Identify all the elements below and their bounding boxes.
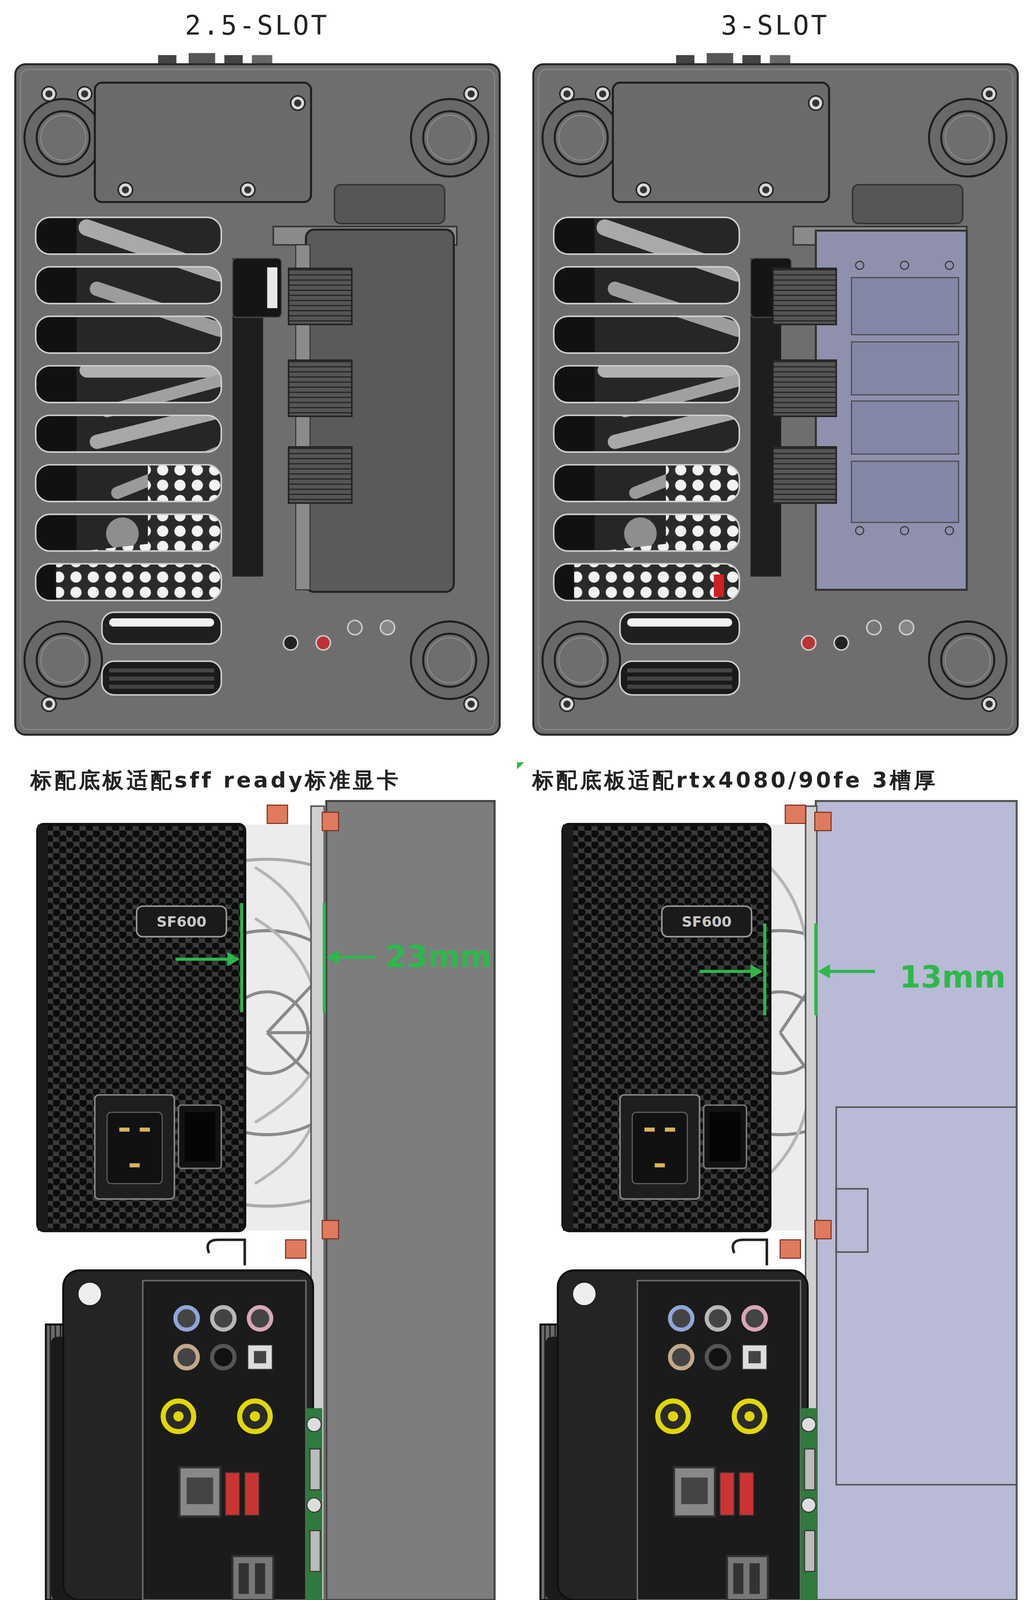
panel-title: 3-SLOT <box>721 11 829 42</box>
gpu-top-view <box>232 226 457 650</box>
side-view <box>516 761 1017 1600</box>
psu-model: SF600 <box>681 913 732 930</box>
base-plate <box>533 52 1018 735</box>
gpu-top-view <box>713 226 967 650</box>
panel-title: 2.5-SLOT <box>184 11 330 42</box>
psu-model: SF600 <box>156 913 207 930</box>
base-plate <box>15 52 500 735</box>
side-view <box>37 800 495 1600</box>
caption: 标配底板适配rtx4080/90fe 3槽厚 <box>532 768 938 793</box>
dimension-label: 23mm <box>385 939 492 975</box>
caption: 标配底板适配sff ready标准显卡 <box>30 768 401 793</box>
dimension-label: 13mm <box>899 959 1006 995</box>
